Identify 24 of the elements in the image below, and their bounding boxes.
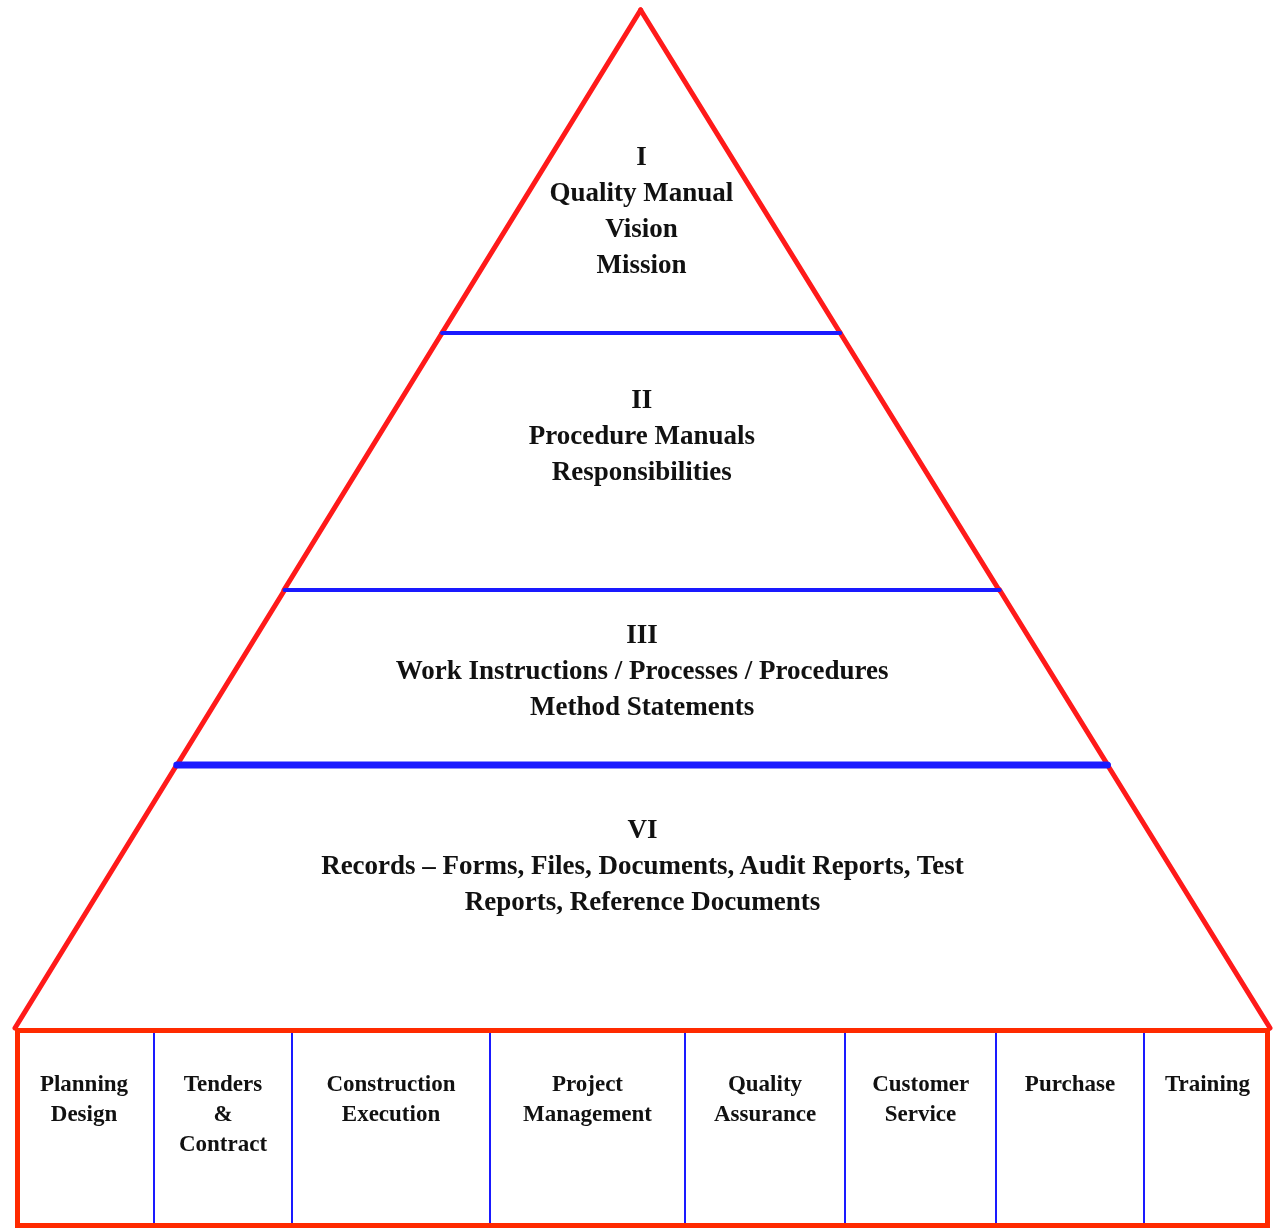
column-label: Quality Assurance <box>713 1070 817 1128</box>
column-label: Training <box>1164 1070 1251 1098</box>
tier-number: III <box>626 618 658 651</box>
tier-number: I <box>636 140 647 173</box>
pyramid-tier <box>284 333 1000 590</box>
column-label: Tenders & Contract <box>178 1070 268 1158</box>
pyramid-tier <box>442 10 841 333</box>
column-label: Customer Service <box>872 1070 969 1128</box>
tier-text: Quality Manual <box>549 176 734 209</box>
column-label: Project Management <box>523 1070 652 1128</box>
tier-number: VI <box>627 813 658 846</box>
tier-text: Mission <box>596 248 687 281</box>
tier-number: II <box>631 383 653 416</box>
column-label: Construction Execution <box>326 1070 456 1128</box>
tier-text: Records – Forms, Files, Documents, Audit Reports, Test Reports, Reference Documents <box>320 849 965 918</box>
tier-text: Responsibilities <box>551 455 732 488</box>
department-panel <box>15 1028 1270 1228</box>
tier-text: Work Instructions / Processes / Procedures <box>395 654 889 687</box>
pyramid-tier <box>176 590 1108 765</box>
column-label: Planning Design <box>39 1070 129 1128</box>
tier-text: Procedure Manuals <box>528 419 755 452</box>
tier-text: Method Statements <box>530 690 755 723</box>
tier-text: Vision <box>605 212 678 245</box>
column-label: Purchase <box>1024 1070 1116 1098</box>
